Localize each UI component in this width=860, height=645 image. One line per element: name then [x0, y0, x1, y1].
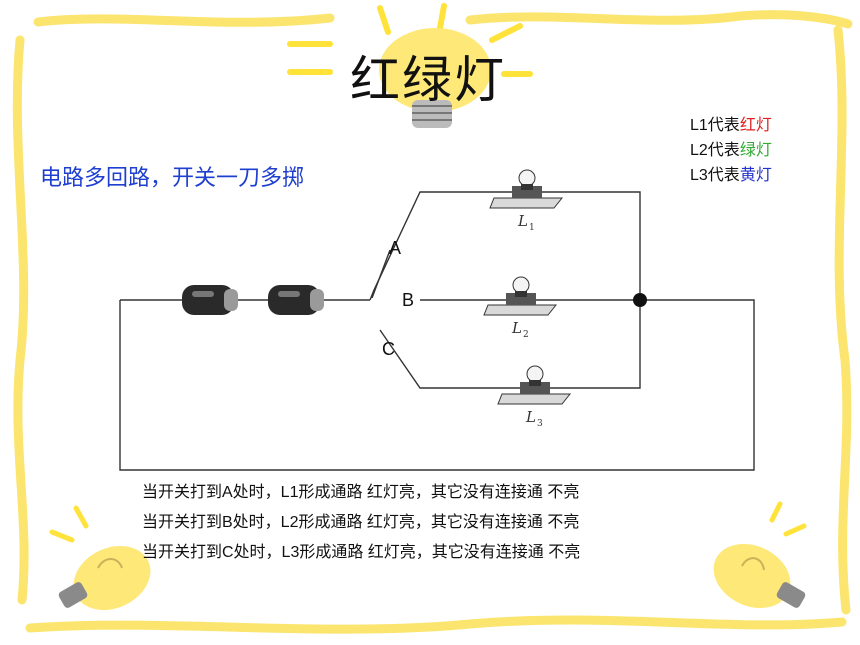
lamp-l1: L 1 [489, 169, 564, 233]
legend-row-l3: L3代表黄灯 [690, 163, 772, 188]
switch-label-a: A [389, 238, 402, 258]
legend-row-l1: L1代表红灯 [690, 113, 772, 138]
lamp-l3-subscript: 3 [537, 419, 543, 429]
description-text: 当开关打到A处时，L1形成通路 红灯亮，其它没有连接通 不亮 当开关打到B处时，… [142, 478, 580, 568]
legend-label: L1代表 [690, 117, 740, 134]
legend-value-green: 绿灯 [739, 142, 772, 159]
bulb-icon [713, 501, 807, 609]
legend-row-l2: L2代表绿灯 [690, 138, 772, 163]
switch-label-b: B [402, 290, 415, 310]
lamp-l3-label: L [525, 408, 536, 426]
page-subtitle: 电路多回路，开关一刀多掷 [40, 166, 305, 191]
lamp-l1-label: L [517, 212, 528, 230]
description-line: 当开关打到A处时，L1形成通路 红灯亮，其它没有连接通 不亮 [142, 484, 580, 501]
description-line: 当开关打到C处时，L3形成通路 红灯亮，其它没有连接通 不亮 [142, 544, 581, 561]
bulb-icon [49, 505, 151, 611]
lamp-l2-label: L [511, 319, 522, 337]
page-title: 红绿灯 [350, 51, 506, 109]
switch-label-c: C [382, 339, 395, 359]
decorative-border [12, 10, 853, 634]
battery-icon [182, 285, 238, 315]
lamp-l2: L 2 [483, 276, 558, 340]
legend-label: L3代表 [690, 167, 740, 184]
junction-node [633, 293, 647, 307]
bulb-icon [287, 3, 533, 128]
legend-value-yellow: 黄灯 [739, 167, 772, 184]
circuit-wires [119, 191, 755, 471]
lamp-l1-subscript: 1 [529, 223, 535, 233]
description-line: 当开关打到B处时，L2形成通路 红灯亮，其它没有连接通 不亮 [142, 514, 580, 531]
lamp-l3: L 3 [497, 365, 572, 429]
battery-icon [268, 285, 324, 315]
legend-label: L2代表 [690, 142, 740, 159]
lamp-legend: L1代表红灯 L2代表绿灯 L3代表黄灯 [690, 113, 772, 188]
lamp-l2-subscript: 2 [523, 330, 529, 340]
legend-value-red: 红灯 [739, 117, 772, 134]
